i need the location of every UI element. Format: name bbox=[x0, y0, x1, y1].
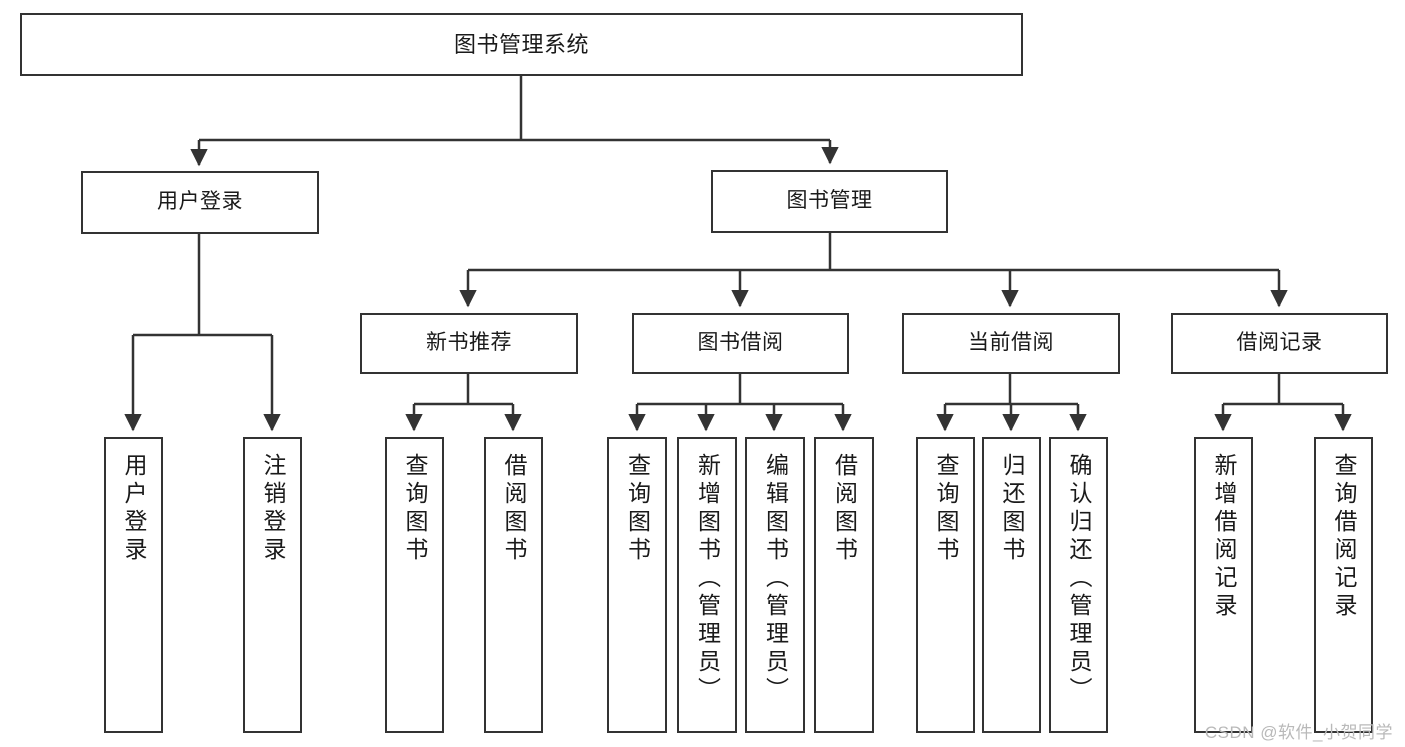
node-leaf-user-login[interactable]: 用户登录 bbox=[104, 437, 163, 733]
node-leaf-return-book[interactable]: 归还图书 bbox=[982, 437, 1041, 733]
node-leaf-query-record-label: 查询借阅记录 bbox=[1331, 453, 1357, 621]
node-book-manage[interactable]: 图书管理 bbox=[711, 170, 948, 233]
node-book-borrow-label: 图书借阅 bbox=[697, 331, 784, 355]
node-leaf-user-login-label: 用户登录 bbox=[121, 453, 147, 565]
node-user-login[interactable]: 用户登录 bbox=[81, 171, 319, 234]
node-borrow-record[interactable]: 借阅记录 bbox=[1171, 313, 1388, 374]
node-leaf-add-book[interactable]: 新增图书（管理员） bbox=[677, 437, 737, 733]
node-book-manage-label: 图书管理 bbox=[786, 189, 873, 213]
node-book-borrow[interactable]: 图书借阅 bbox=[632, 313, 849, 374]
node-leaf-edit-book-label: 编辑图书（管理员） bbox=[762, 453, 789, 705]
node-leaf-confirm-return-label: 确认归还（管理员） bbox=[1066, 453, 1092, 705]
node-leaf-add-book-label: 新增图书（管理员） bbox=[694, 453, 721, 705]
node-leaf-return-book-label: 归还图书 bbox=[999, 453, 1025, 565]
node-leaf-confirm-return[interactable]: 确认归还（管理员） bbox=[1049, 437, 1108, 733]
node-leaf-query-book-2[interactable]: 查询图书 bbox=[607, 437, 667, 733]
node-user-login-label: 用户登录 bbox=[157, 190, 243, 214]
node-root[interactable]: 图书管理系统 bbox=[20, 13, 1023, 76]
node-new-book-recommend-label: 新书推荐 bbox=[426, 331, 512, 355]
node-leaf-logout-label: 注销登录 bbox=[260, 453, 286, 565]
node-new-book-recommend[interactable]: 新书推荐 bbox=[360, 313, 578, 374]
node-current-borrow-label: 当前借阅 bbox=[968, 331, 1054, 355]
node-leaf-query-book-1-label: 查询图书 bbox=[402, 453, 428, 565]
node-leaf-query-book-1[interactable]: 查询图书 bbox=[385, 437, 444, 733]
node-leaf-borrow-book-1[interactable]: 借阅图书 bbox=[484, 437, 543, 733]
node-leaf-borrow-book-2-label: 借阅图书 bbox=[831, 453, 858, 565]
node-leaf-borrow-book-1-label: 借阅图书 bbox=[501, 453, 527, 565]
node-leaf-query-book-2-label: 查询图书 bbox=[624, 453, 651, 565]
csdn-watermark: CSDN @软件_小贺同学 bbox=[1204, 723, 1393, 742]
node-root-label: 图书管理系统 bbox=[453, 31, 589, 57]
node-leaf-edit-book[interactable]: 编辑图书（管理员） bbox=[745, 437, 805, 733]
node-leaf-query-book-3[interactable]: 查询图书 bbox=[916, 437, 975, 733]
node-leaf-add-record[interactable]: 新增借阅记录 bbox=[1194, 437, 1253, 733]
node-current-borrow[interactable]: 当前借阅 bbox=[902, 313, 1120, 374]
node-borrow-record-label: 借阅记录 bbox=[1236, 331, 1323, 355]
node-leaf-logout[interactable]: 注销登录 bbox=[243, 437, 302, 733]
node-leaf-query-record[interactable]: 查询借阅记录 bbox=[1314, 437, 1373, 733]
node-leaf-query-book-3-label: 查询图书 bbox=[933, 453, 959, 565]
node-leaf-borrow-book-2[interactable]: 借阅图书 bbox=[814, 437, 874, 733]
node-leaf-add-record-label: 新增借阅记录 bbox=[1211, 453, 1237, 621]
